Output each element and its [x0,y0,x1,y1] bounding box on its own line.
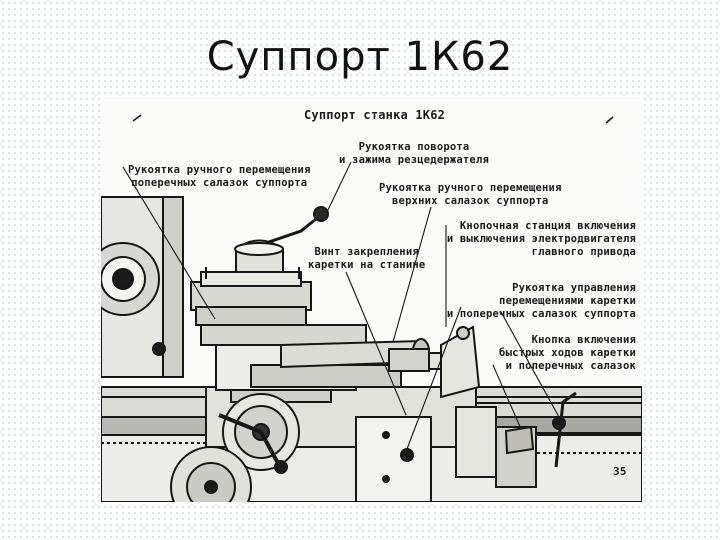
label-line: Кнопочная станция включения [459,220,636,232]
label-line: Винт закрепления [314,246,419,258]
slide-title: Суппорт 1К62 [206,34,514,80]
tool-post [190,239,312,326]
label-rapid-button: Кнопка включения быстрых ходов каретки и… [499,334,636,373]
label-line: главного привода [531,246,636,258]
label-line: Кнопка включения [531,334,636,346]
leader-lines [122,161,560,450]
label-top-slide-handle: Рукоятка ручного перемещения верхних сал… [379,182,562,208]
page-marks [132,114,614,124]
label-line: Рукоятка ручного перемещения [379,182,562,194]
label-button-station: Кнопочная станция включения и выключения… [447,220,636,259]
right-block [440,325,537,488]
label-rotate-handle: Рукоятка поворота и зажима резцедержател… [339,141,489,167]
label-line: и поперечных салазок [505,360,636,372]
label-control-lever: Рукоятка управления перемещениями каретк… [447,282,636,321]
figure-title: Суппорт станка 1К62 [304,108,446,122]
label-line: и выключения электродвигателя [446,233,636,245]
label-line: каретки на станине [308,259,426,271]
label-line: и зажима резцедержателя [339,154,489,166]
page-number: 35 [613,465,627,478]
lathe-carriage-figure: Суппорт станка 1К62 Рукоятка поворота и … [101,97,642,502]
tool-post-handle [265,206,329,245]
label-carriage-screw: Винт закрепления каретки на станине [308,246,425,272]
label-line: поперечных салазок суппорта [131,177,308,189]
label-line: Рукоятка поворота [358,141,470,153]
carriage-handwheel [170,446,252,502]
label-line: и поперечных салазок суппорта [446,308,636,320]
label-line: верхних салазок суппорта [392,195,549,207]
lathe-drawing [101,114,642,502]
headstock [101,196,184,378]
label-line: перемещениями каретки [499,295,636,307]
label-cross-slide-handle: Рукоятка ручного перемещения поперечных … [128,164,311,190]
label-line: Рукоятка ручного перемещения [128,164,311,176]
label-line: Рукоятка управления [512,282,636,294]
label-line: быстрых ходов каретки [499,347,636,359]
cross-slide-handwheel [218,393,300,474]
